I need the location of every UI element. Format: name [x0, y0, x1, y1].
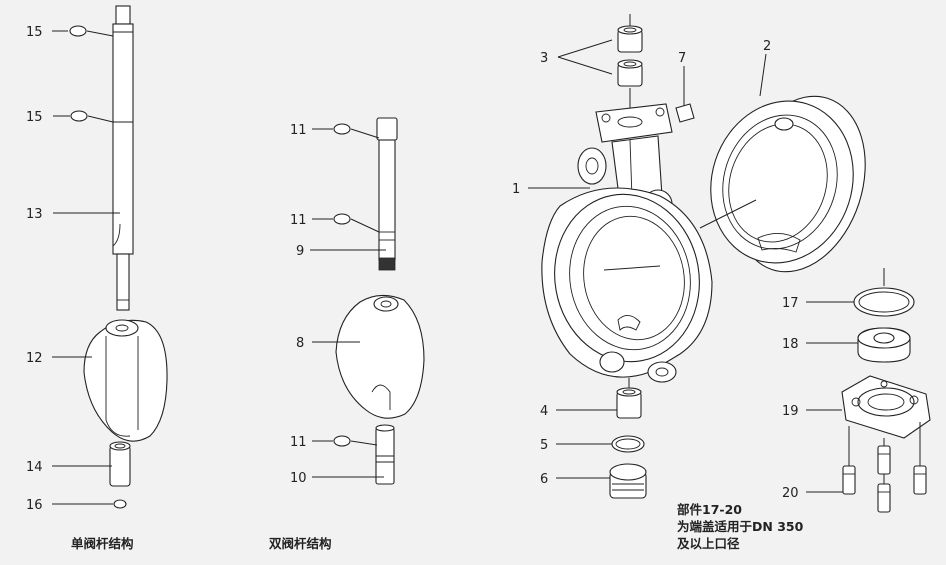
part-17-ring: [853, 268, 915, 317]
part-13-stem: [112, 5, 134, 311]
single-stem-assembly: 15 15 13 12 14 16 单阀杆结构: [26, 5, 168, 551]
callout-19: 19: [782, 404, 799, 419]
valve-body-assembly: 3 7 2: [512, 14, 931, 551]
double-stem-assembly: 11 11 9 8 11 10 双阀杆结构: [268, 117, 425, 551]
part-5-o-ring: [611, 435, 645, 453]
callout-15-lower: 15: [26, 110, 43, 125]
part-6-plug: [609, 463, 647, 499]
callout-14: 14: [26, 460, 43, 475]
callout-16: 16: [26, 498, 43, 513]
callout-9: 9: [296, 244, 304, 259]
callout-13: 13: [26, 207, 43, 222]
callout-15-upper: 15: [26, 25, 43, 40]
part-11-o-ring-bottom: [333, 435, 351, 447]
callout-11-middle: 11: [290, 213, 307, 228]
callout-7: 7: [678, 51, 686, 66]
part-19-end-cover: [841, 375, 931, 439]
part-10-lower-stem: [375, 424, 395, 485]
callout-11-bottom: 11: [290, 435, 307, 450]
part-4-bushing: [616, 387, 642, 419]
note-line-1: 部件17-20: [677, 502, 742, 517]
part-15-o-ring-lower: [70, 110, 88, 122]
callout-6: 6: [540, 472, 548, 487]
callout-8: 8: [296, 336, 304, 351]
part-15-o-ring-upper: [69, 25, 87, 37]
callout-11-top: 11: [290, 123, 307, 138]
callout-1: 1: [512, 182, 520, 197]
part-7-set-screw: [675, 66, 695, 123]
note-line-2: 为端盖适用于DN 350: [677, 519, 804, 534]
callout-4: 4: [540, 404, 548, 419]
part-8-disc: [335, 294, 425, 419]
part-14-pin: [109, 441, 131, 487]
caption-double-stem: 双阀杆结构: [268, 536, 332, 551]
callout-17: 17: [782, 296, 799, 311]
part-18-thrust-ring: [857, 327, 911, 363]
part-2-liner: [699, 53, 866, 273]
note-line-3: 及以上口径: [677, 536, 740, 551]
part-16-o-ring: [113, 499, 127, 509]
callout-20: 20: [782, 486, 799, 501]
part-11-o-ring-middle: [333, 213, 351, 225]
part-20-bolts: [842, 422, 927, 513]
callout-12: 12: [26, 351, 43, 366]
callout-18: 18: [782, 337, 799, 352]
callout-3: 3: [540, 51, 548, 66]
part-1-valve-body: [541, 103, 713, 392]
callout-5: 5: [540, 438, 548, 453]
part-12-disc: [83, 319, 168, 442]
caption-single-stem: 单阀杆结构: [71, 536, 134, 551]
callout-10: 10: [290, 471, 307, 486]
part-3-bushings: [617, 14, 643, 112]
part-11-o-ring-top: [333, 123, 351, 135]
part-9-upper-stem: [376, 117, 398, 271]
callout-2: 2: [763, 39, 771, 54]
